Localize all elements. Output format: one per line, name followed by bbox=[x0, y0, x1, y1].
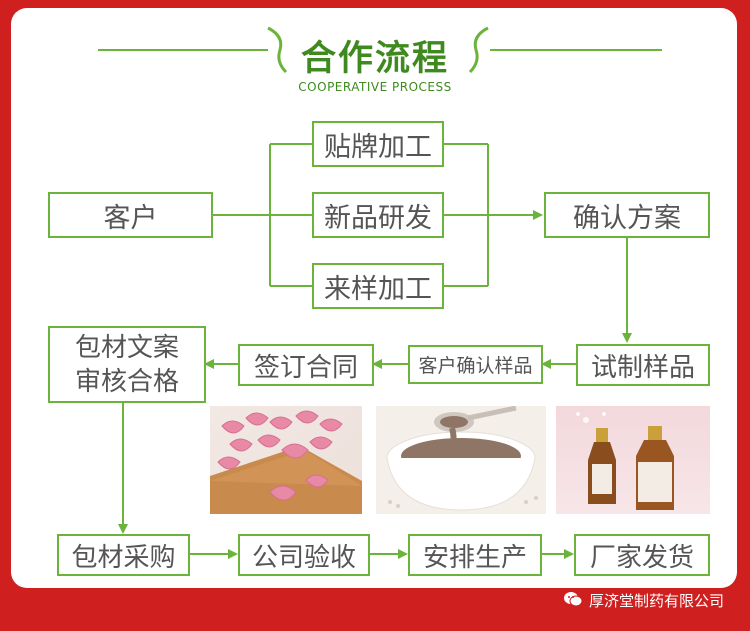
header-ornament bbox=[98, 26, 662, 74]
porridge-photo bbox=[376, 406, 546, 514]
node-oem-processing: 贴牌加工 bbox=[312, 121, 444, 167]
node-new-product-rd: 新品研发 bbox=[312, 192, 444, 238]
page-subtitle: COOPERATIVE PROCESS bbox=[298, 80, 452, 94]
wechat-icon bbox=[563, 591, 583, 611]
node-sign-contract: 签订合同 bbox=[238, 344, 374, 386]
node-confirm-plan: 确认方案 bbox=[544, 192, 710, 238]
node-sample-processing: 来样加工 bbox=[312, 263, 444, 309]
node-arrange-production: 安排生产 bbox=[408, 534, 542, 576]
watermark-text: 厚济堂制药有限公司 bbox=[588, 592, 724, 610]
node-company-acceptance: 公司验收 bbox=[238, 534, 370, 576]
node-packaging-purchase: 包材采购 bbox=[57, 534, 190, 576]
watermark: 厚济堂制药有限公司 bbox=[563, 590, 724, 611]
packaging-review-line-2: 审核合格 bbox=[74, 366, 179, 397]
bottles-photo bbox=[556, 406, 710, 514]
node-factory-shipping: 厂家发货 bbox=[574, 534, 710, 576]
tablets-photo bbox=[210, 406, 362, 514]
node-customer: 客户 bbox=[48, 192, 213, 238]
page-title: 合作流程 bbox=[300, 39, 449, 79]
packaging-review-line-1: 包材文案 bbox=[74, 332, 179, 363]
node-customer-confirm-samples: 客户确认样品 bbox=[408, 345, 543, 384]
node-packaging-review: 包材文案 审核合格 bbox=[48, 326, 206, 403]
node-trial-samples: 试制样品 bbox=[576, 344, 710, 386]
